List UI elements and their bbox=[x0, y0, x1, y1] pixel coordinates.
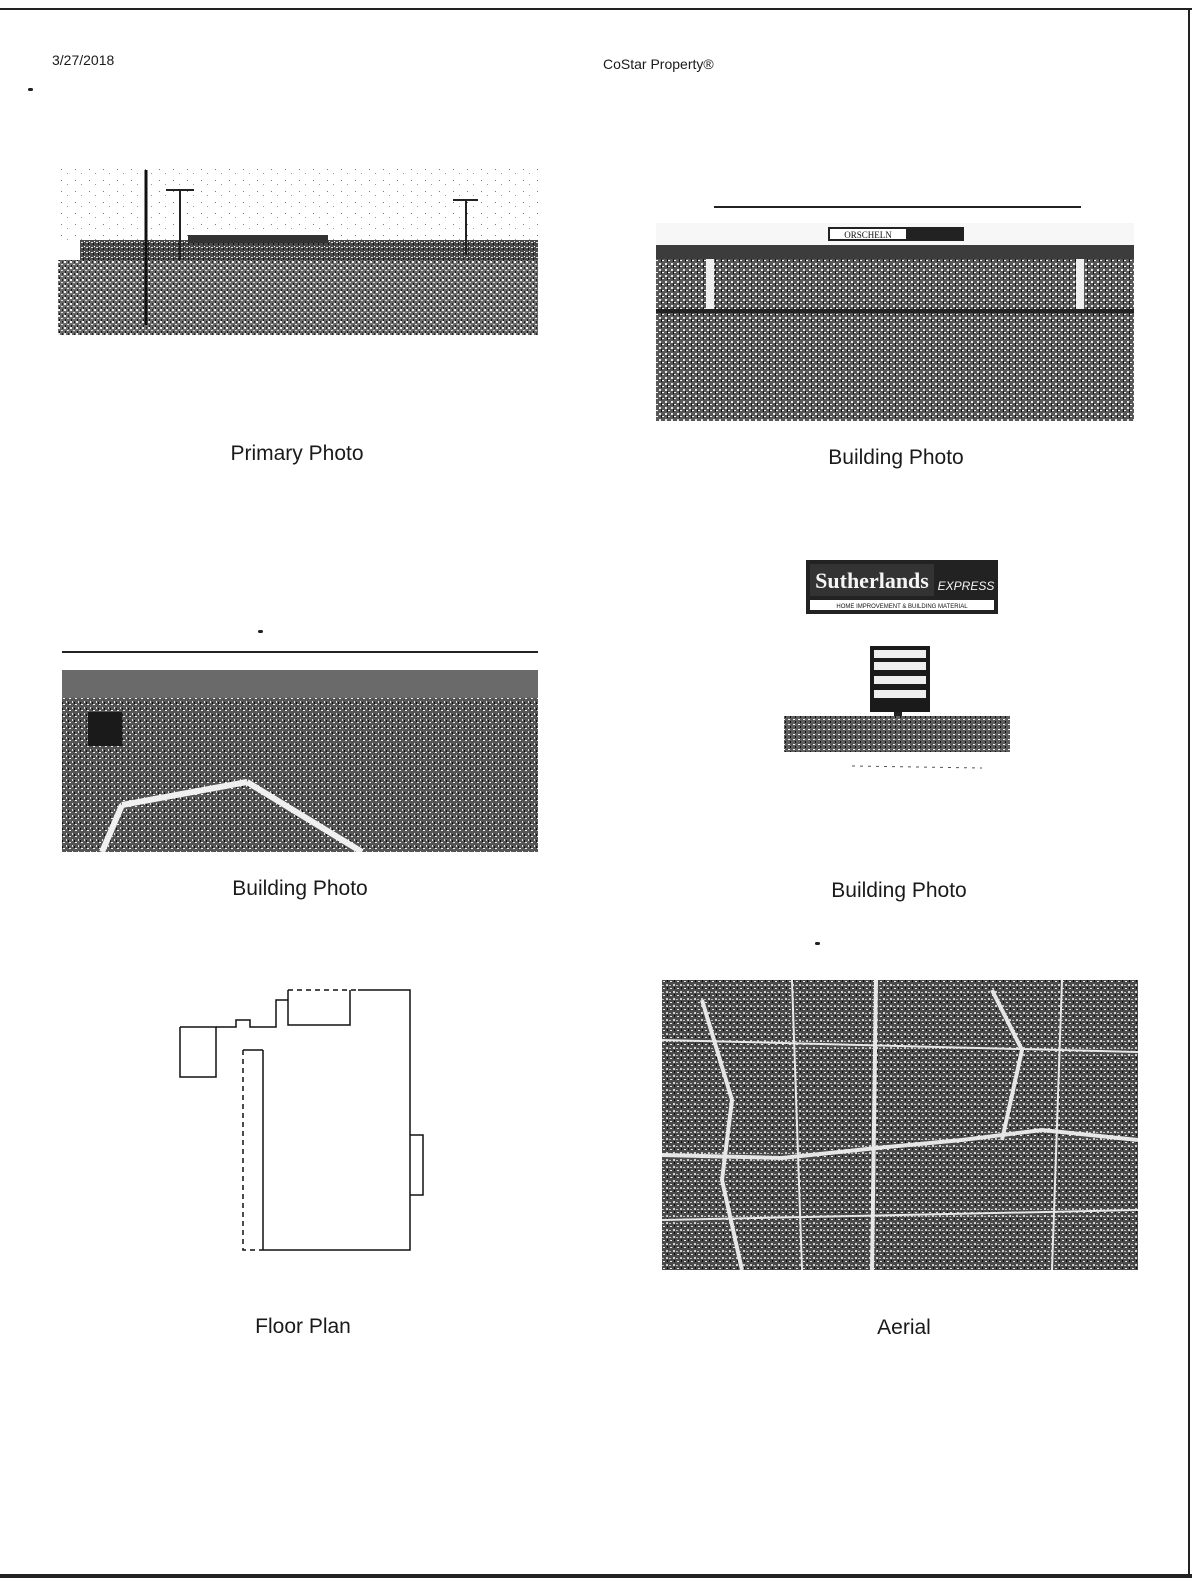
report-date: 3/27/2018 bbox=[52, 52, 115, 68]
scan-speck bbox=[258, 630, 263, 633]
page-border-top bbox=[0, 8, 1192, 10]
floor-plan-caption: Floor Plan bbox=[255, 1315, 351, 1338]
scan-speck bbox=[815, 942, 820, 945]
primary-photo bbox=[58, 165, 538, 335]
scan-speck bbox=[28, 88, 33, 91]
building-photo-1-caption: Building Photo bbox=[828, 446, 964, 469]
store-sign-text: ORSCHELN bbox=[844, 230, 892, 240]
sutherlands-tagline-text: HOME IMPROVEMENT & BUILDING MATERIAL bbox=[836, 604, 968, 610]
building-photo-1: ORSCHELN bbox=[656, 205, 1134, 421]
floor-plan bbox=[168, 965, 440, 1275]
building-photo-3-caption: Building Photo bbox=[831, 879, 967, 902]
building-photo-2-caption: Building Photo bbox=[232, 877, 368, 900]
sutherlands-sign-text: Sutherlands bbox=[815, 568, 929, 593]
page-border-bottom bbox=[0, 1574, 1192, 1578]
aerial-photo bbox=[662, 980, 1138, 1270]
sutherlands-suffix-text: EXPRESS bbox=[938, 579, 995, 593]
report-source: CoStar Property® bbox=[603, 56, 714, 72]
aerial-caption: Aerial bbox=[877, 1316, 931, 1339]
building-photo-3: Sutherlands EXPRESS HOME IMPROVEMENT & B… bbox=[782, 518, 1012, 776]
page-border-right bbox=[1188, 8, 1190, 1578]
building-photo-2 bbox=[62, 650, 538, 852]
primary-photo-caption: Primary Photo bbox=[230, 442, 364, 465]
